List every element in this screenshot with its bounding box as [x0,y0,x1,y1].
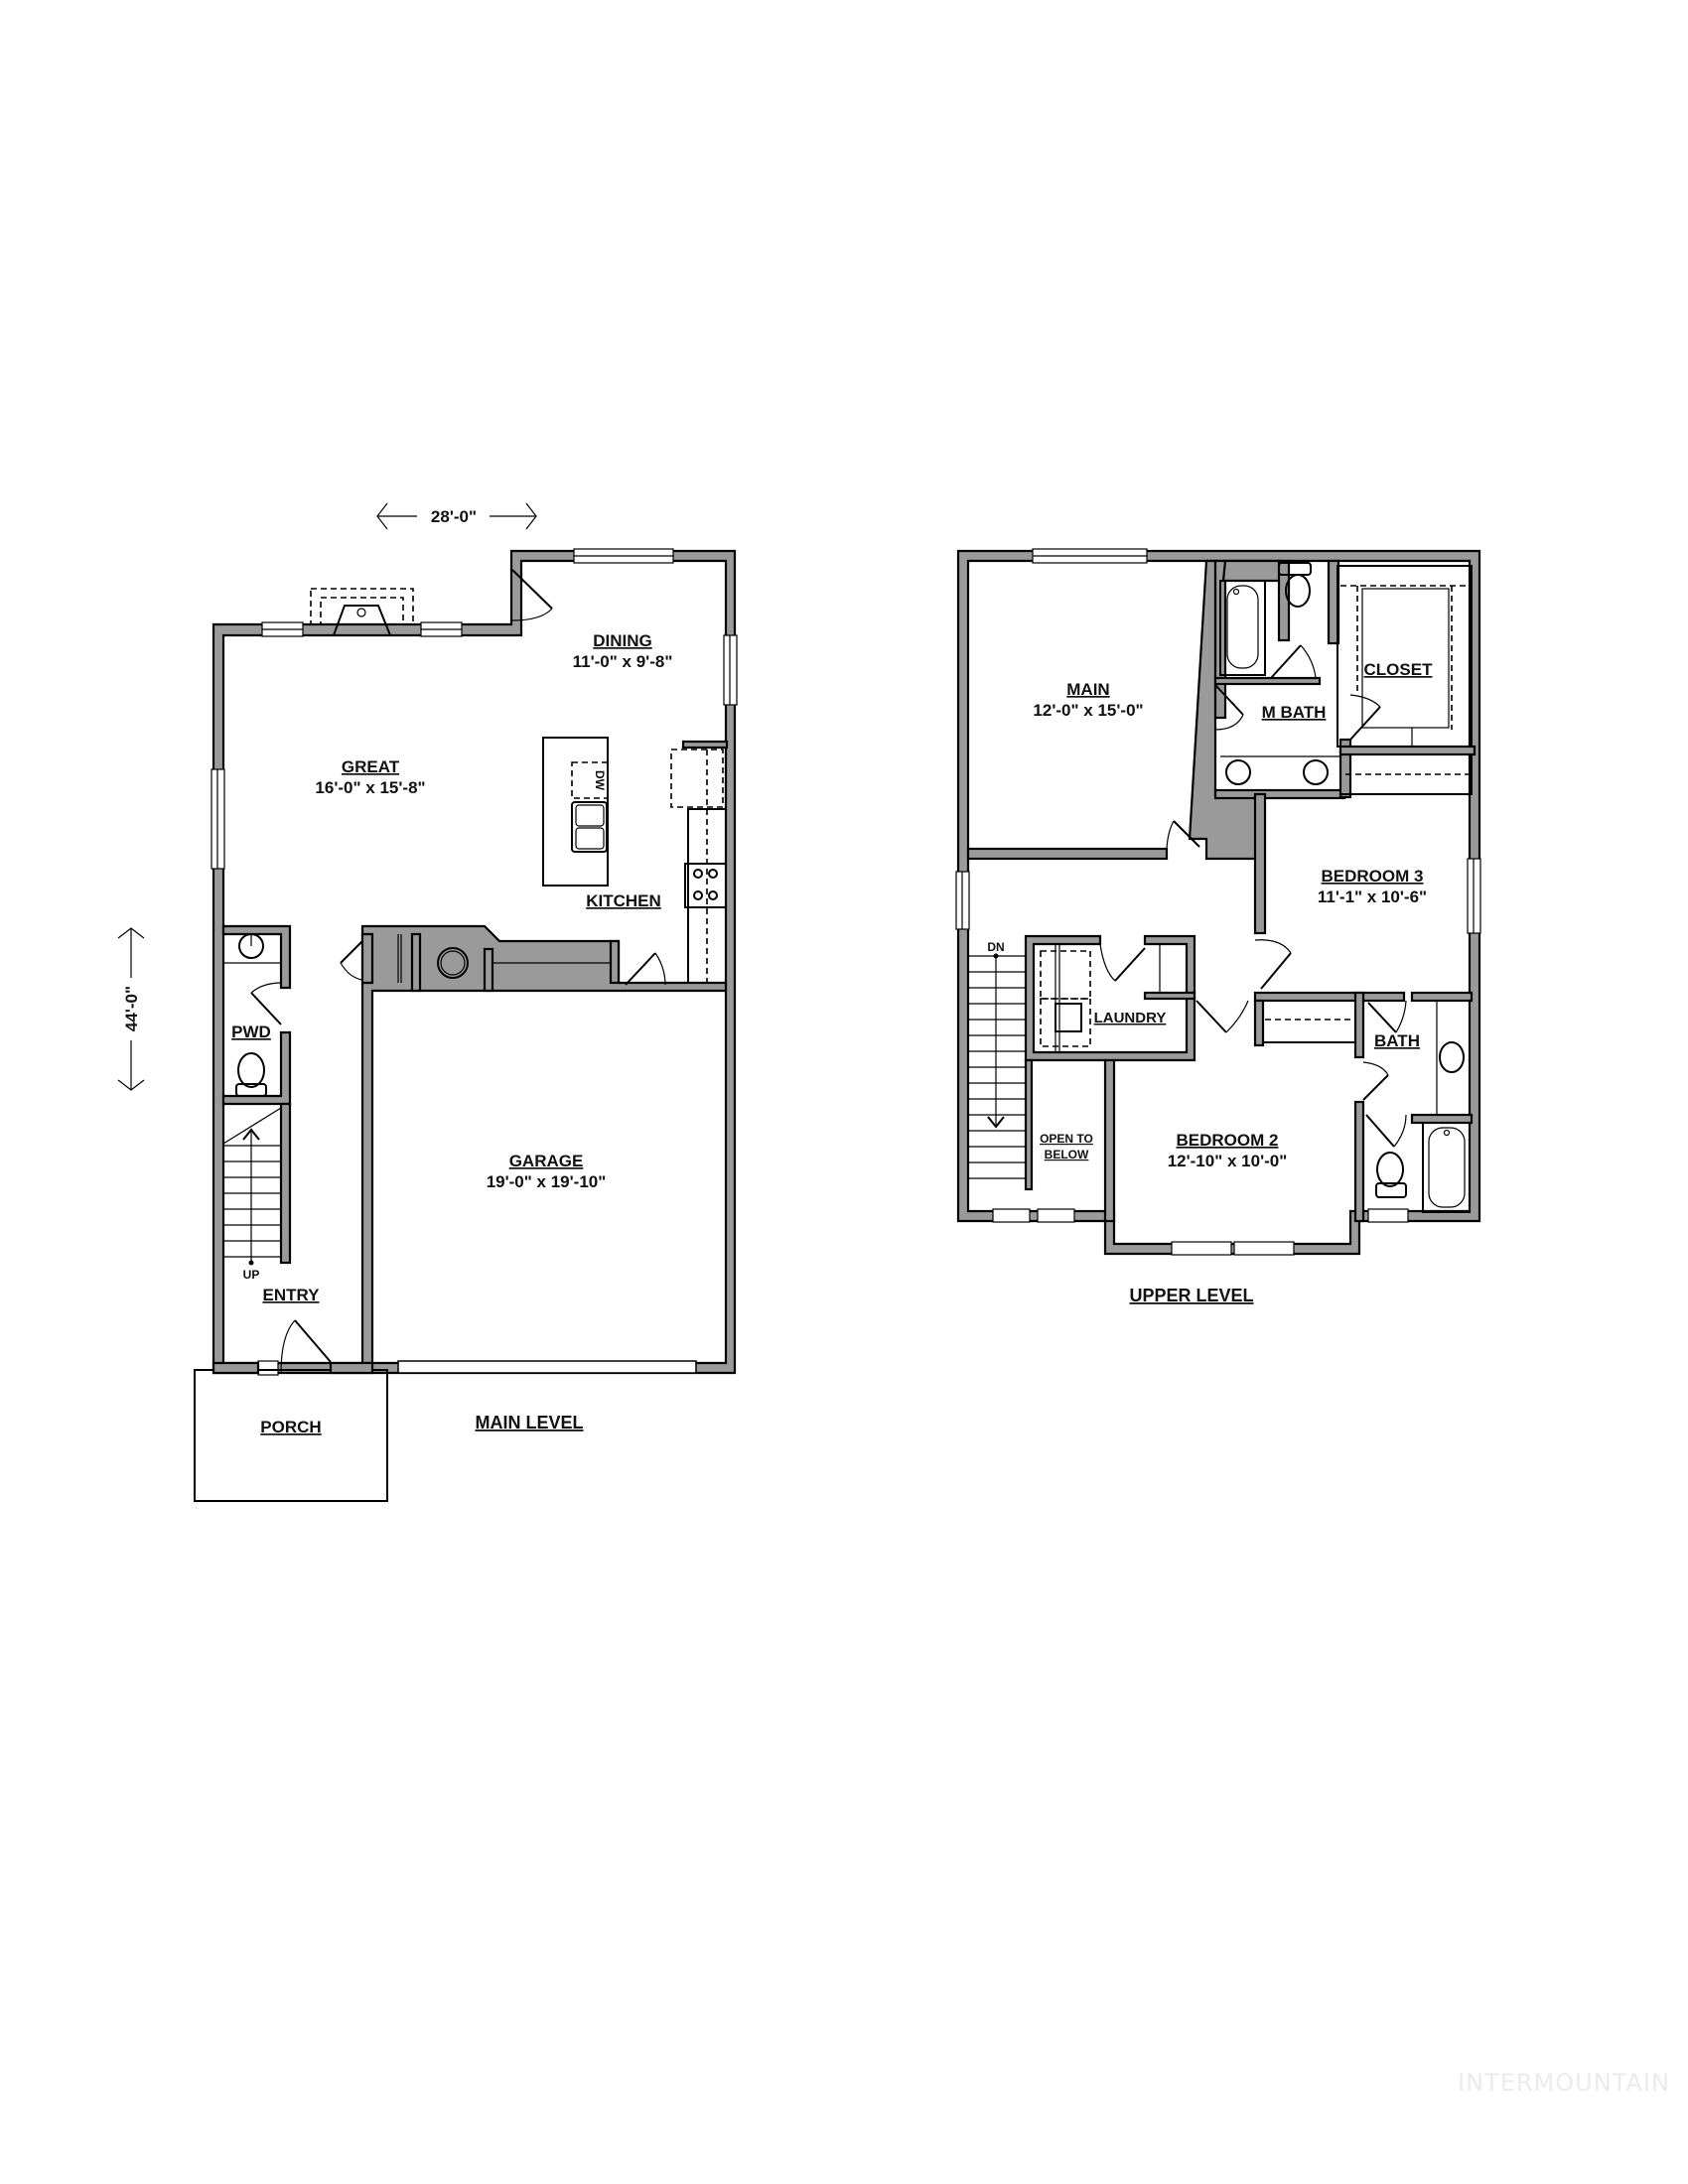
sink-icon [1439,1041,1465,1073]
sink-icon [1225,759,1329,785]
room-label-garage: GARAGE [509,1152,584,1170]
washer-icon [1055,1003,1082,1032]
hall-closet [1262,1000,1356,1043]
room-size-garage: 19'-0" x 19'-10" [487,1172,607,1191]
open-to-below-line2: BELOW [1045,1148,1089,1161]
room-label-kitchen: KITCHEN [586,891,661,910]
bath-toilet-door[interactable] [1365,1114,1407,1148]
room-label-dining: DINING [593,631,652,650]
room-size-dining: 11'-0" x 9'-8" [573,652,673,671]
garage-door[interactable] [397,1360,697,1374]
room-label-m-bath: M BATH [1262,703,1327,722]
fireplace [310,588,414,636]
room-size-bedroom2: 12'-10" x 10'-0" [1168,1152,1288,1170]
width-dimension: 28'-0" [376,502,537,530]
water-heater-icon [437,947,469,979]
stairs-down-label: DN [987,940,1004,954]
upper-level-plan: DN MAIN 12'-0" x 15'-0" M BATH CLOSET BE… [955,548,1481,1305]
stairs-down[interactable]: DN [968,940,1034,1191]
width-dimension-label: 28'-0" [431,507,477,526]
m-bath-door[interactable] [1270,644,1317,679]
bedroom3-door[interactable] [1254,939,1292,990]
watermark: INTERMOUNTAIN [1458,2069,1670,2097]
dishwasher-label: DW [593,770,607,791]
sink-icon [238,933,264,959]
kitchen-counter [670,740,729,984]
garage-entry-door[interactable] [625,952,666,986]
room-label-closet: CLOSET [1364,660,1434,679]
toilet-icon [1375,1152,1407,1198]
room-label-great: GREAT [342,757,400,776]
porch-outline [194,1369,388,1502]
main-level-title: MAIN LEVEL [475,1413,583,1433]
dining-door[interactable] [511,569,553,621]
m-bath-entry-door[interactable] [1214,684,1244,731]
bathtub-icon [1219,580,1266,676]
room-label-porch: PORCH [260,1418,321,1436]
bath-door[interactable] [1362,1061,1389,1101]
stairs-up-label: UP [243,1268,260,1282]
bathtub-icon [1422,1122,1471,1213]
room-label-pwd: PWD [231,1023,271,1041]
window [257,1360,279,1376]
upper-level-title: UPPER LEVEL [1129,1286,1253,1305]
room-size-main: 12'-0" x 15'-0" [1033,701,1143,720]
linen-closet [1339,753,1473,795]
window [992,1208,1031,1223]
room-label-bedroom3: BEDROOM 3 [1322,867,1424,886]
room-label-main: MAIN [1066,680,1109,699]
room-size-great: 16'-0" x 15'-8" [315,778,425,797]
master-bath-walls [1221,559,1283,583]
closet-door[interactable] [1349,694,1381,741]
toilet-icon [235,1052,267,1097]
depth-dimension-label: 44'-0" [122,986,141,1031]
room-label-entry: ENTRY [263,1286,321,1304]
range-icon [693,869,718,900]
room-size-bedroom3: 11'-1" x 10'-6" [1318,887,1427,906]
open-to-below-line1: OPEN TO [1040,1132,1093,1146]
walk-in-closet [1336,565,1473,748]
window [1171,1241,1232,1256]
window [1037,1208,1075,1223]
main-bedroom-door[interactable] [1166,820,1200,850]
room-label-bedroom2: BEDROOM 2 [1177,1131,1279,1150]
main-level-plan: 28'-0" 44'-0" [117,502,738,1502]
window [1367,1208,1409,1223]
bedroom2-door[interactable] [1196,1000,1249,1033]
window [1233,1241,1295,1256]
laundry-door[interactable] [1099,943,1146,982]
front-door[interactable] [280,1319,332,1374]
room-label-bath: BATH [1374,1031,1420,1050]
pwd-door[interactable] [250,982,282,1025]
closet-door[interactable] [340,940,363,981]
kitchen-island: DW [542,737,609,887]
depth-dimension: 44'-0" [117,927,145,1091]
toilet-icon [1278,562,1312,608]
room-label-laundry: LAUNDRY [1094,1010,1167,1026]
stairs-up[interactable]: UP [222,1102,292,1282]
bath-closet-door[interactable] [1367,1000,1407,1033]
pwd-walls [221,924,292,990]
